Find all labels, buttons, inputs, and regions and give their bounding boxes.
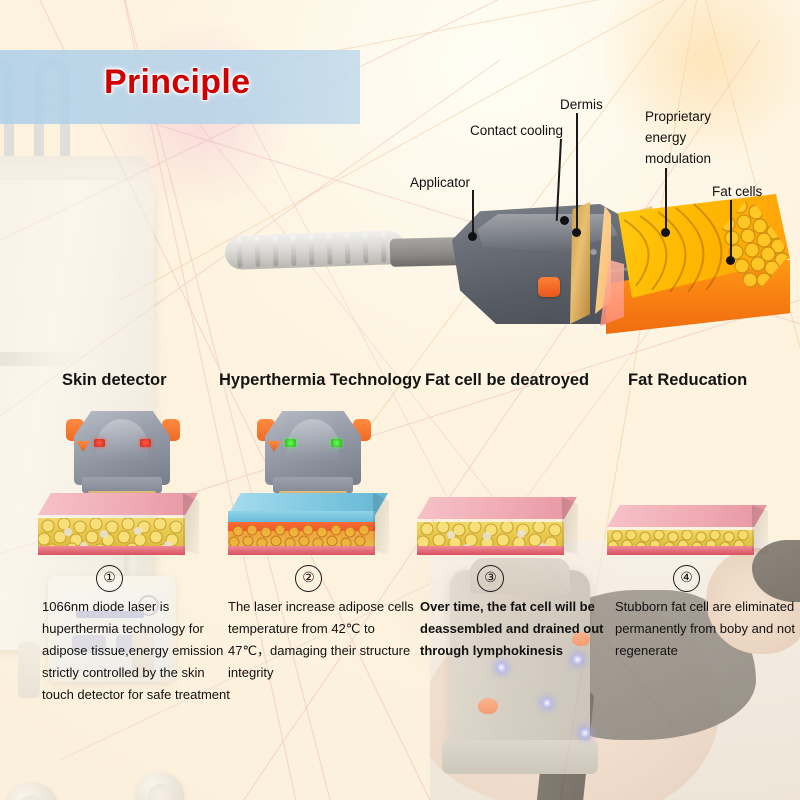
slab-skin-top-1	[38, 493, 198, 515]
slab-side-3	[562, 497, 578, 555]
tissue-slab-step1	[38, 493, 199, 555]
leader-dot-contact-cooling	[560, 216, 569, 225]
slab-skin-top-4	[607, 505, 767, 527]
section-heading-fat-cell-destroyed: Fat cell be deatroyed	[425, 371, 590, 389]
leader-proprietary-energy-modulation	[665, 168, 667, 234]
handpiece-screw-icon	[590, 248, 597, 255]
leader-dot-dermis	[572, 228, 581, 237]
step-text-2: The laser increase adipose cells tempera…	[228, 599, 414, 680]
head-skirt-2	[273, 477, 353, 493]
slab-muscle-1	[38, 546, 186, 555]
contact-cooling-plate	[570, 202, 590, 324]
tissue-slab-step3	[417, 497, 578, 555]
slab-side-4	[752, 505, 768, 555]
section-heading-skin-detector: Skin detector	[62, 371, 167, 389]
head-body-2	[265, 411, 361, 485]
step-text-1: 1066nm diode laser is huperthermia techn…	[42, 599, 230, 702]
step-number-2: ②	[295, 565, 322, 592]
slab-skin-top-3	[417, 497, 577, 519]
fat-tissue-block	[590, 194, 790, 334]
leader-dot-fat-cells	[726, 256, 735, 265]
screen-button-left	[72, 635, 106, 653]
cable-ribs	[224, 230, 405, 270]
leader-dot-energy-modulation	[661, 228, 670, 237]
fat-cell-texture	[716, 198, 790, 288]
indicator-green-left-2	[285, 439, 296, 447]
laser-machine-photo	[0, 30, 197, 800]
machine-leg-right	[132, 628, 154, 678]
photo-applicator-base	[442, 740, 598, 774]
photo-applicator-clip-top	[572, 632, 590, 646]
page-title: Principle	[104, 63, 251, 101]
screen-title-bar	[76, 611, 144, 618]
head-highlight-1	[96, 419, 148, 477]
label-proprietary-energy-modulation-line1: Proprietary	[645, 109, 712, 124]
applicator-diagram	[220, 180, 790, 340]
indicator-red-left-1	[94, 439, 105, 447]
head-skirt-1	[82, 477, 162, 493]
label-proprietary-energy-modulation-line3: modulation	[645, 151, 712, 166]
photo-applicator-clip-side	[478, 698, 498, 714]
slab-side-2	[373, 493, 389, 555]
principle-banner	[0, 50, 360, 124]
step-number-4: ④	[673, 565, 700, 592]
slab-cooling-layer-2	[228, 511, 376, 522]
machine-touchscreen	[48, 576, 176, 682]
head-highlight-2	[287, 419, 339, 477]
step-number-1: ①	[96, 565, 123, 592]
slab-cooled-top-2	[228, 493, 388, 515]
photo-led-4	[580, 728, 590, 738]
screen-badge-icon	[138, 595, 159, 616]
indicator-red-right-1	[140, 439, 151, 447]
head-body-1	[74, 411, 170, 485]
head-tab-2	[267, 441, 281, 452]
step-text-4: Stubborn fat cell are eliminated permane…	[615, 599, 795, 658]
photo-led-1	[496, 662, 507, 673]
applicator-head-step1	[62, 405, 182, 501]
leader-dot-applicator	[468, 232, 477, 241]
device-neck	[389, 237, 461, 267]
label-fat-cells: Fat cells	[712, 184, 763, 199]
leader-fat-cells	[730, 200, 732, 262]
slab-muscle-3	[417, 546, 565, 555]
energy-wave-arcs	[623, 203, 723, 293]
machine-caster-right	[136, 772, 184, 800]
photo-led-3	[542, 698, 552, 708]
slab-side-1	[183, 493, 199, 555]
label-dermis: Dermis	[560, 97, 603, 112]
tissue-slab-step4	[607, 505, 768, 555]
photo-led-2	[572, 654, 583, 665]
step-text-3: Over time, the fat cell will be deassemb…	[420, 599, 604, 658]
handpiece-trigger-button[interactable]	[538, 277, 560, 297]
leader-dermis	[576, 113, 578, 235]
label-applicator: Applicator	[410, 175, 471, 190]
tissue-slab-step2	[228, 493, 389, 555]
section-heading-hyperthermia: Hyperthermia Technology	[219, 371, 422, 389]
slab-fat-cells-2	[228, 525, 370, 549]
machine-leg-left	[18, 642, 40, 698]
applicator-head-step2	[253, 405, 373, 501]
indicator-green-right-2	[331, 439, 342, 447]
slab-muscle-2	[228, 546, 376, 555]
head-tab-1	[76, 441, 90, 452]
slab-fat-cells-1	[38, 518, 183, 552]
label-contact-cooling: Contact cooling	[470, 123, 564, 138]
step-number-3: ③	[477, 565, 504, 592]
section-heading-fat-reduction: Fat Reducation	[628, 371, 748, 389]
label-proprietary-energy-modulation-line2: energy	[645, 130, 687, 145]
leader-applicator	[472, 190, 474, 238]
slab-muscle-4	[607, 546, 755, 555]
machine-logo	[0, 352, 78, 366]
machine-caster-left	[6, 782, 58, 800]
